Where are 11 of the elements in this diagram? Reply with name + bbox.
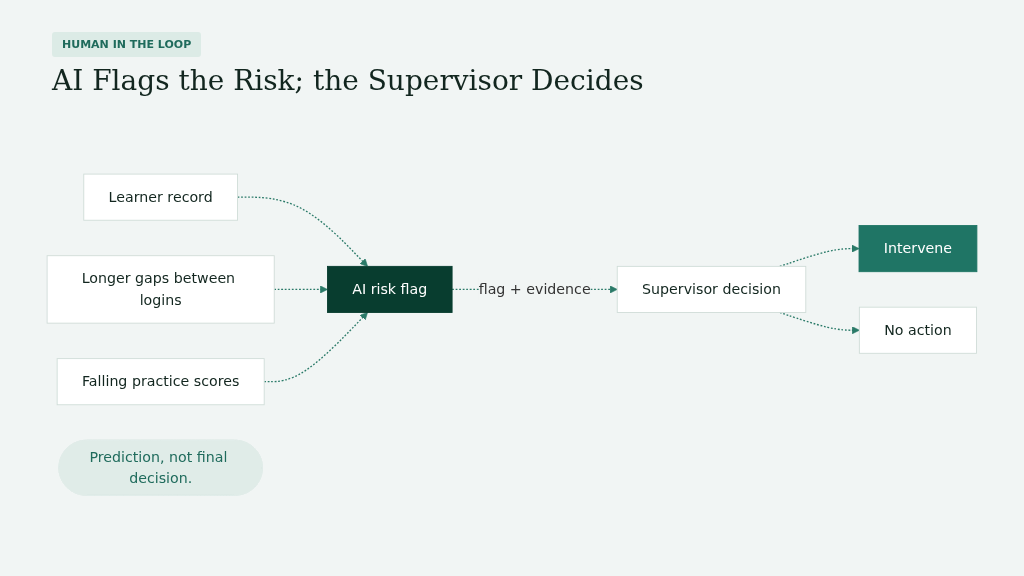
node-box: Falling practice scores	[56, 358, 265, 406]
node-box: Intervene	[858, 225, 978, 273]
node-box: Longer gaps between logins	[46, 255, 275, 324]
section-tag: HUMAN IN THE LOOP	[52, 32, 202, 57]
edge-label: flag + evidence	[478, 280, 591, 298]
arrow	[236, 196, 368, 268]
node-box: Learner record	[83, 174, 238, 221]
node-box: Supervisor decision	[616, 266, 807, 314]
diagram-title: AI Flags the Risk; the Supervisor Decides	[52, 64, 644, 97]
node-box: AI risk flag	[327, 266, 453, 314]
node-box: No action	[858, 307, 977, 355]
